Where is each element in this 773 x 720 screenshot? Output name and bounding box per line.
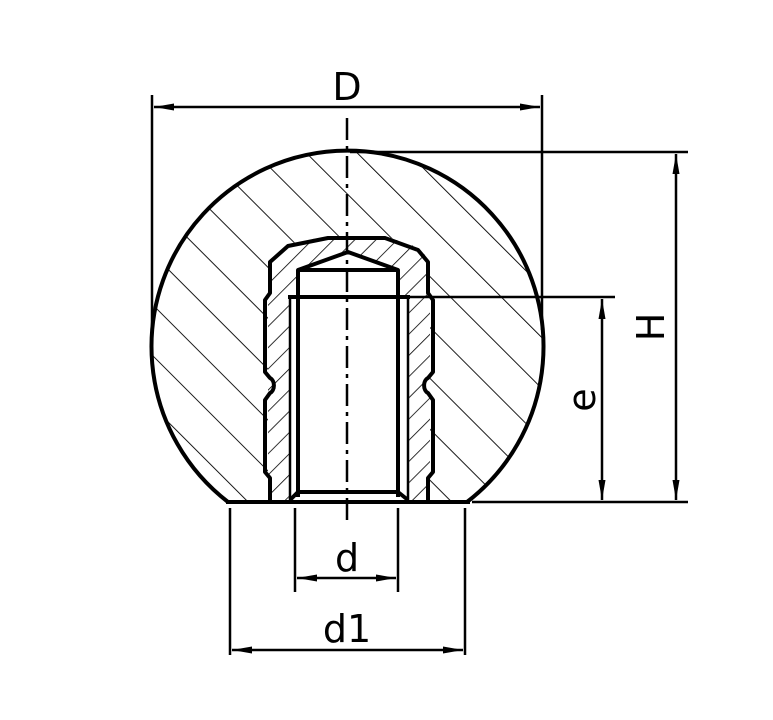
label-d1: d1 bbox=[323, 607, 371, 651]
dimension-d1: d1 bbox=[232, 607, 463, 654]
dimension-H: H bbox=[629, 154, 680, 500]
dimension-e: e bbox=[560, 299, 606, 500]
threaded-insert bbox=[263, 236, 435, 502]
extension-lines bbox=[150, 95, 688, 655]
label-H: H bbox=[629, 313, 673, 342]
label-d: d bbox=[335, 536, 359, 580]
dimension-d: d bbox=[297, 536, 396, 582]
label-D: D bbox=[332, 65, 361, 109]
label-e: e bbox=[560, 388, 604, 411]
dimension-D: D bbox=[154, 65, 540, 111]
